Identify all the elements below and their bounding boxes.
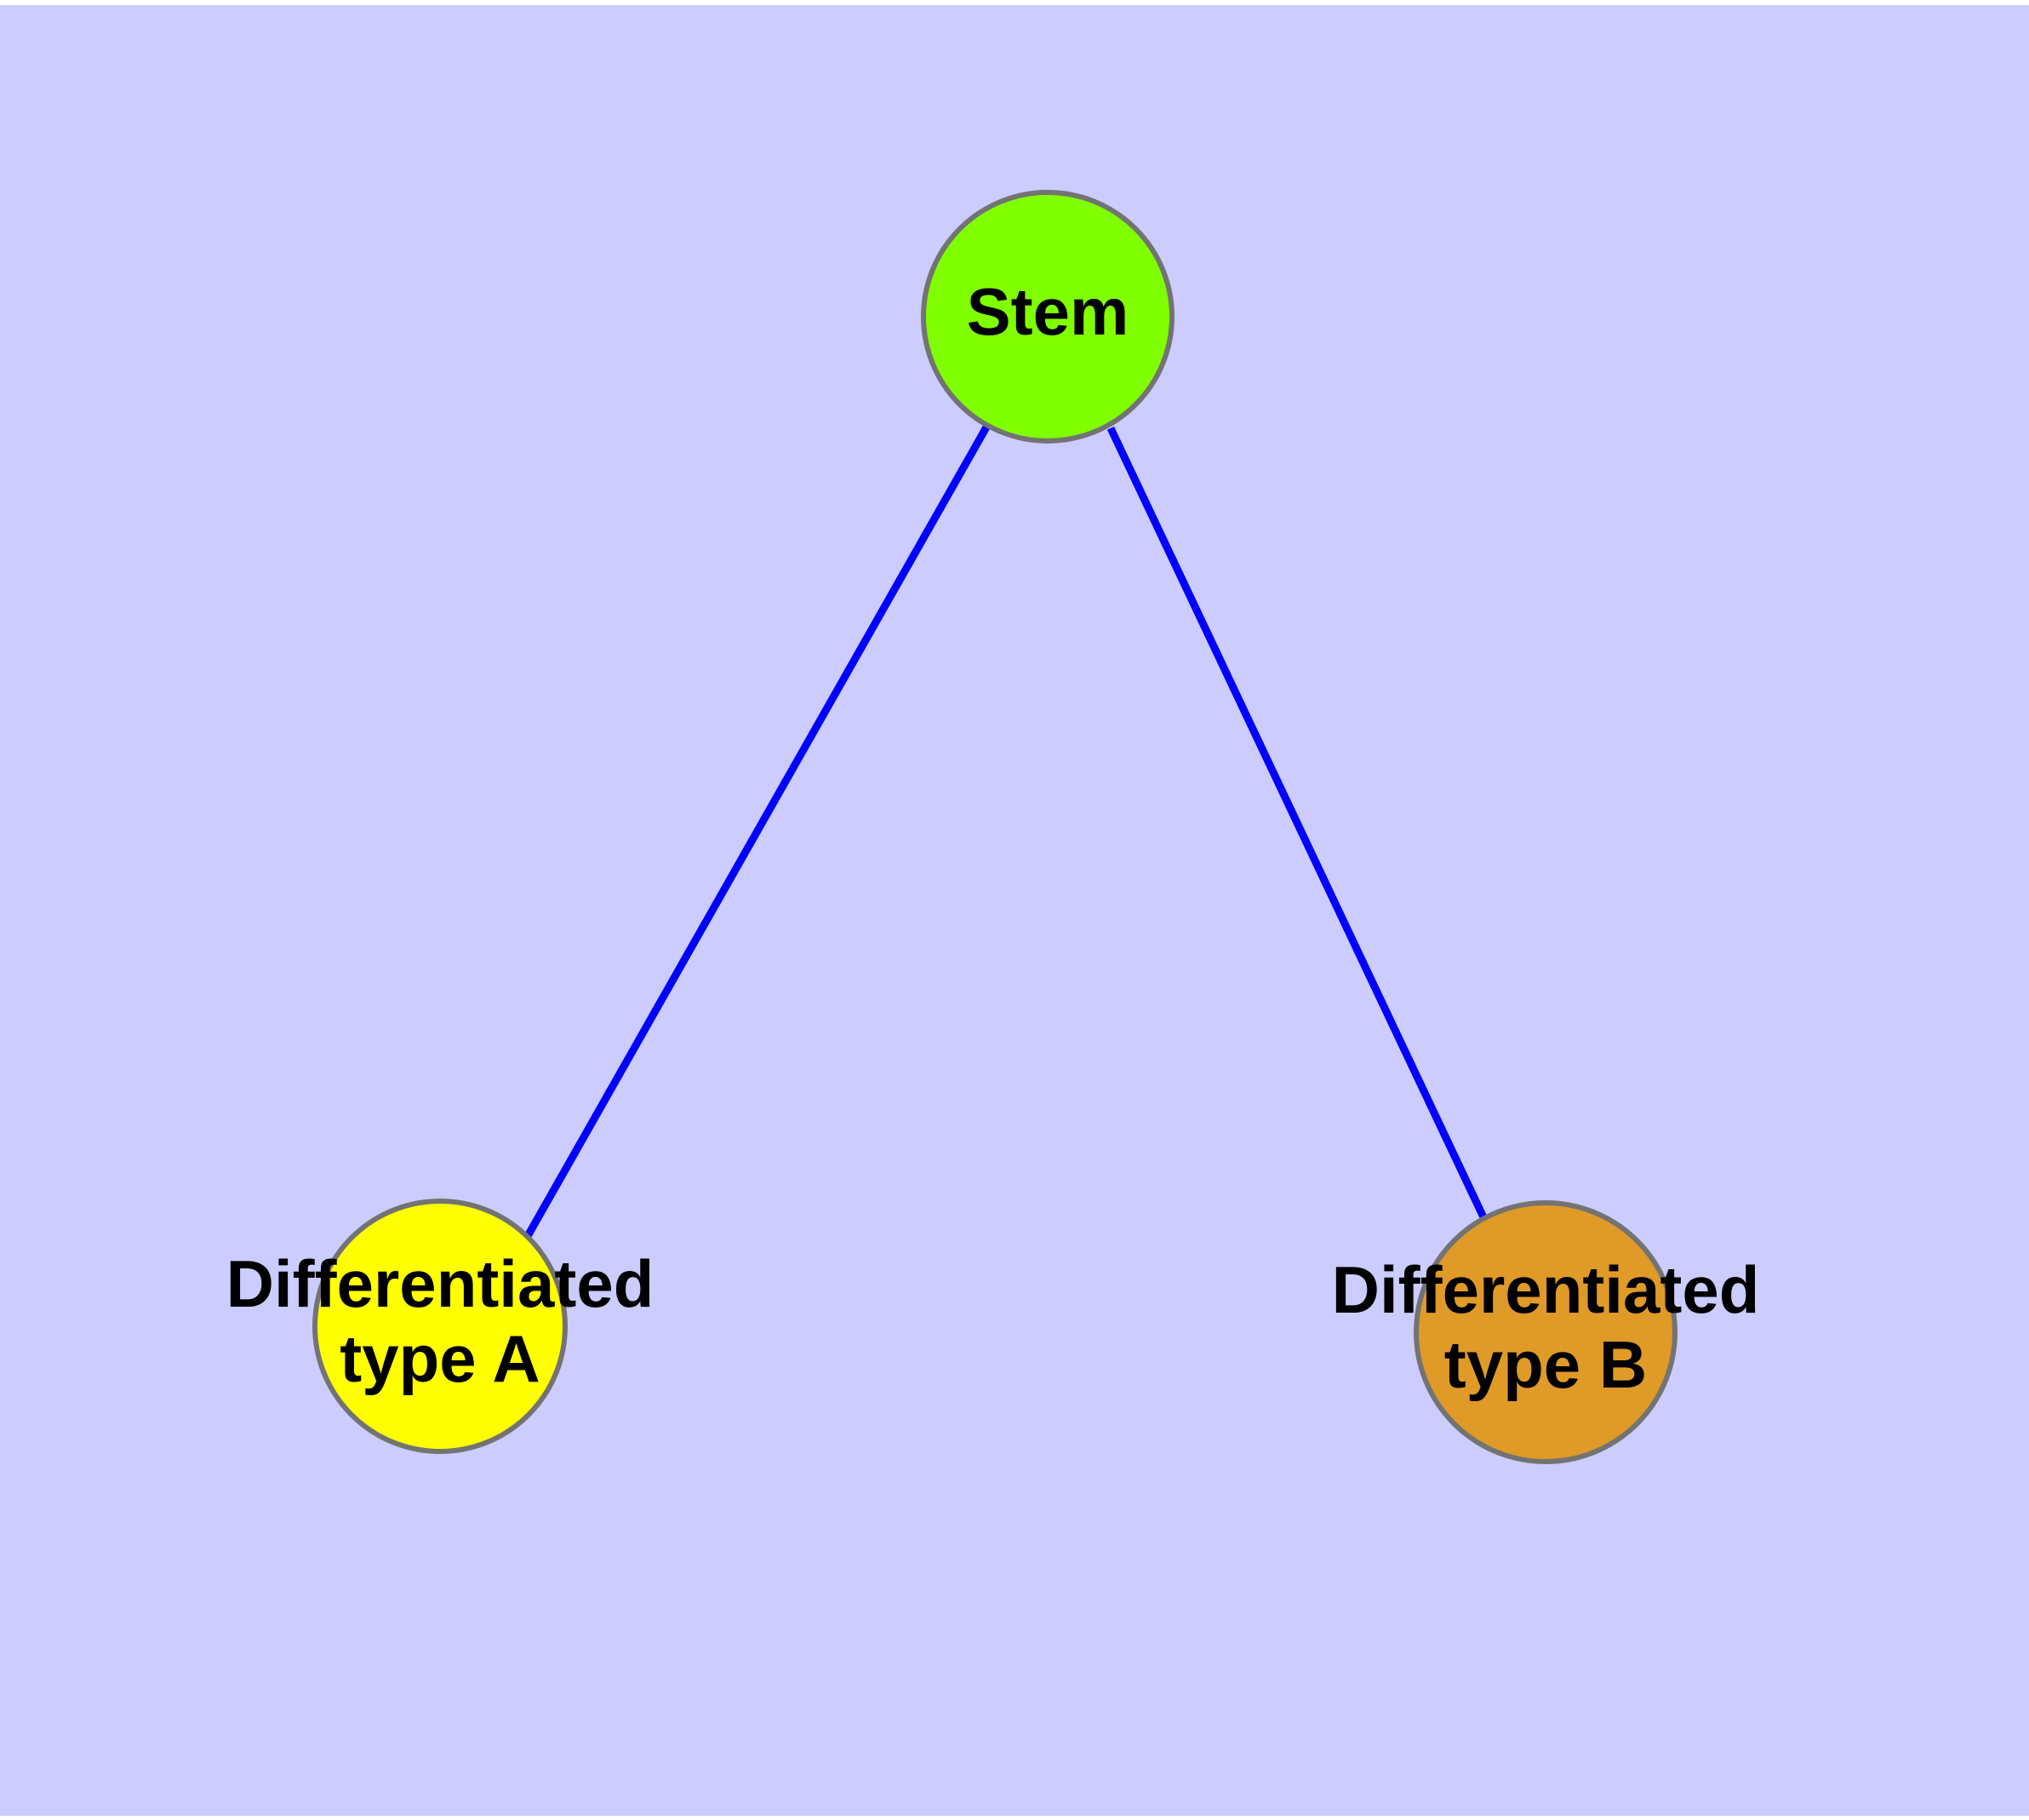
- graph-node-label-line: Differentiated: [226, 1246, 654, 1321]
- graph-node-label-line: Stem: [967, 274, 1129, 349]
- graph-node-diff_a[interactable]: [312, 1199, 568, 1454]
- graph-node-label-line: Differentiated: [1332, 1252, 1760, 1327]
- graph-edge-stem-diff_b[interactable]: [1106, 426, 1489, 1221]
- graph-node-stem[interactable]: [921, 190, 1175, 444]
- graph-node-label-line: type A: [340, 1321, 540, 1396]
- graph-node-label-line: type B: [1444, 1327, 1647, 1402]
- graph-node-diff_b[interactable]: [1414, 1200, 1677, 1464]
- edges-layer: [524, 423, 1489, 1239]
- nodes-layer: [312, 190, 1677, 1464]
- graph-edge-stem-diff_a[interactable]: [524, 423, 991, 1239]
- graph-node-label-stem: Stem: [967, 274, 1129, 349]
